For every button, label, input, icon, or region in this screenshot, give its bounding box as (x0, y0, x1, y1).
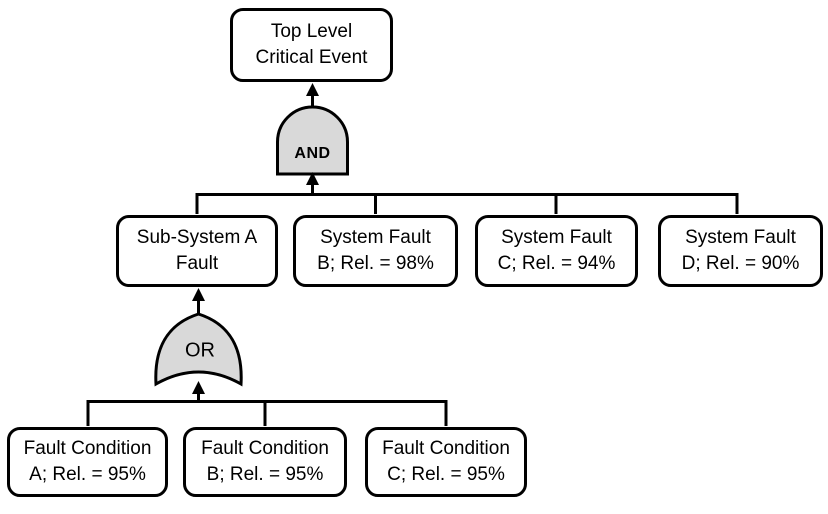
node-text-line: System Fault (685, 227, 796, 248)
node-text-line: Fault Condition (382, 438, 510, 459)
node-text-line: Fault (175, 253, 219, 274)
node-text-line: B; Rel. = 98% (317, 253, 434, 274)
node-text-line: Critical Event (255, 47, 368, 68)
or-gate-shape (154, 312, 243, 387)
arrowhead-and-to-root (306, 83, 319, 96)
node-text-line: System Fault (320, 227, 431, 248)
node-subsystem-a-fault: Sub-System A Fault (116, 215, 278, 287)
node-text-line: C; Rel. = 95% (387, 464, 505, 485)
arrowhead-bus-to-or (192, 381, 205, 394)
node-fault-condition-a: Fault Condition A; Rel. = 95% (7, 427, 168, 497)
node-text-line: Sub-System A (136, 227, 258, 248)
node-text-line: System Fault (501, 227, 612, 248)
or-gate-label: OR (185, 339, 215, 362)
node-text-line: Fault Condition (23, 438, 152, 459)
node-system-fault-b: System Fault B; Rel. = 98% (293, 215, 458, 287)
and-gate-label: AND (294, 145, 331, 162)
node-system-fault-c: System Fault C; Rel. = 94% (475, 215, 638, 287)
node-text-line: A; Rel. = 95% (29, 464, 146, 485)
node-fault-condition-c: Fault Condition C; Rel. = 95% (365, 427, 527, 497)
node-text-line: Top Level (270, 21, 353, 42)
arrowhead-or-to-subsystem (192, 288, 205, 301)
arrowhead-bus-to-and (306, 172, 319, 185)
node-text-line: D; Rel. = 90% (681, 253, 800, 274)
level3-connector-bus (86, 400, 448, 426)
node-text-line: C; Rel. = 94% (497, 253, 616, 274)
node-top-level-critical-event: Top Level Critical Event (230, 8, 393, 82)
node-system-fault-d: System Fault D; Rel. = 90% (658, 215, 823, 287)
node-text-line: Fault Condition (201, 438, 329, 459)
node-text-line: B; Rel. = 95% (206, 464, 324, 485)
and-gate-shape (276, 105, 349, 176)
node-fault-condition-b: Fault Condition B; Rel. = 95% (183, 427, 347, 497)
level2-connector-bus (195, 193, 739, 214)
